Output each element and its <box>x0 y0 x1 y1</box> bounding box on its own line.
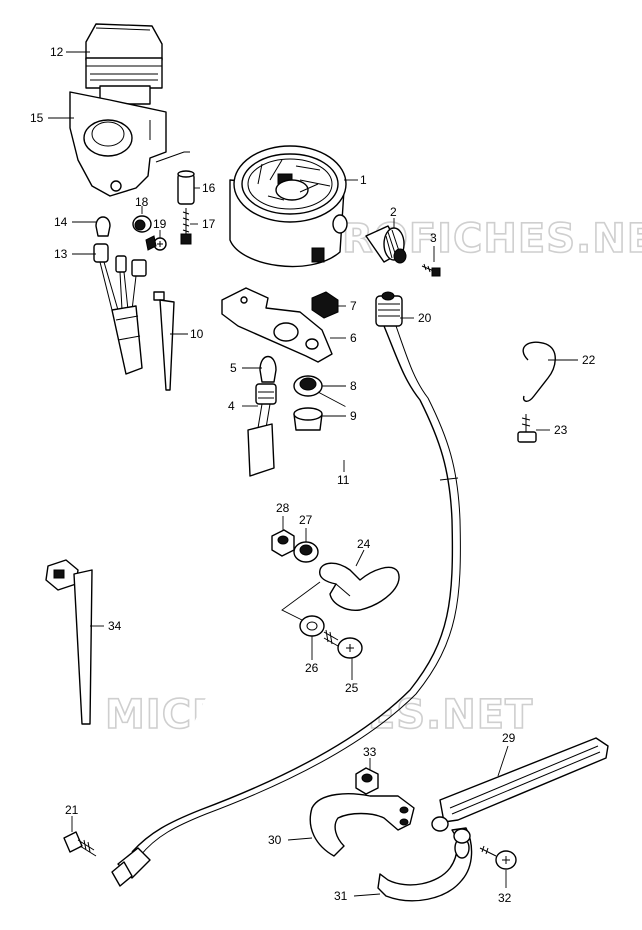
callout-19: 19 <box>153 217 167 231</box>
callout-13: 13 <box>54 247 68 261</box>
callout-31: 31 <box>334 889 348 903</box>
leader-lines <box>48 51 578 897</box>
assembly-line-24-26 <box>281 581 321 623</box>
callout-18: 18 <box>135 195 149 209</box>
part-20-speedometer-cable <box>111 291 461 887</box>
part-19-screw <box>145 235 167 251</box>
callout-17: 17 <box>202 217 216 231</box>
part-9-collar <box>293 407 323 431</box>
part-33-nut <box>355 767 379 795</box>
part-1-speedometer <box>229 145 348 268</box>
part-21-screw <box>63 831 97 857</box>
part-30-clamp <box>309 793 415 857</box>
callout-28: 28 <box>276 501 290 515</box>
part-34-cable-tie <box>45 559 93 725</box>
part-28-nut <box>271 529 295 557</box>
part-15-indicator-housing <box>69 91 167 197</box>
callout-33: 33 <box>363 745 377 759</box>
part-7-cushion <box>311 291 339 319</box>
part-13-socket-harness <box>93 243 147 375</box>
callout-15: 15 <box>30 111 44 125</box>
callout-9: 9 <box>350 409 357 423</box>
callout-22: 22 <box>582 353 596 367</box>
callout-12: 12 <box>50 45 64 59</box>
callout-24: 24 <box>357 537 371 551</box>
part-6-bracket <box>221 287 333 363</box>
callout-25: 25 <box>345 681 359 695</box>
callout-7: 7 <box>350 299 357 313</box>
callout-6: 6 <box>350 331 357 345</box>
callout-10: 10 <box>190 327 204 341</box>
callout-32: 32 <box>498 891 512 905</box>
callout-34: 34 <box>108 619 122 633</box>
bracket-16-17 <box>155 151 190 163</box>
part-24-wire-clamp <box>319 562 400 611</box>
part-3-screw <box>421 263 441 277</box>
part-12-indicator-lens <box>85 23 163 105</box>
callout-8: 8 <box>350 379 357 393</box>
part-5-bulb <box>259 355 277 383</box>
callout-16: 16 <box>202 181 216 195</box>
part-23-screw <box>517 414 537 443</box>
callout-23: 23 <box>554 423 568 437</box>
part-32-screw <box>479 845 517 870</box>
callout-26: 26 <box>305 661 319 675</box>
part-17-screw <box>180 208 192 245</box>
callout-20: 20 <box>418 311 432 325</box>
part-16-spacer <box>177 170 195 205</box>
part-10-cable-tie <box>153 291 175 391</box>
part-22-wire-hook <box>522 341 556 402</box>
callout-4: 4 <box>228 399 235 413</box>
callout-14: 14 <box>54 215 68 229</box>
part-25-bolt <box>323 629 363 659</box>
part-14-bulb <box>95 216 111 237</box>
part-18-grommet <box>132 215 152 233</box>
callout-29: 29 <box>502 731 516 745</box>
callout-5: 5 <box>230 361 237 375</box>
callout-30: 30 <box>268 833 282 847</box>
callout-21: 21 <box>65 803 79 817</box>
callout-labels: 12 15 1 16 18 17 2 14 19 3 13 7 20 10 6 … <box>30 45 596 905</box>
callout-2: 2 <box>390 205 397 219</box>
callout-11: 11 <box>337 473 350 487</box>
part-4-socket <box>247 383 277 477</box>
part-8-grommet <box>293 375 323 397</box>
callout-27: 27 <box>299 513 313 527</box>
part-26-washer <box>299 615 325 637</box>
part-27-collar <box>293 541 319 563</box>
part-2-adjuster-knob <box>365 225 407 264</box>
callout-3: 3 <box>430 231 437 245</box>
part-29-bracket <box>431 737 609 844</box>
callout-1: 1 <box>360 173 367 187</box>
